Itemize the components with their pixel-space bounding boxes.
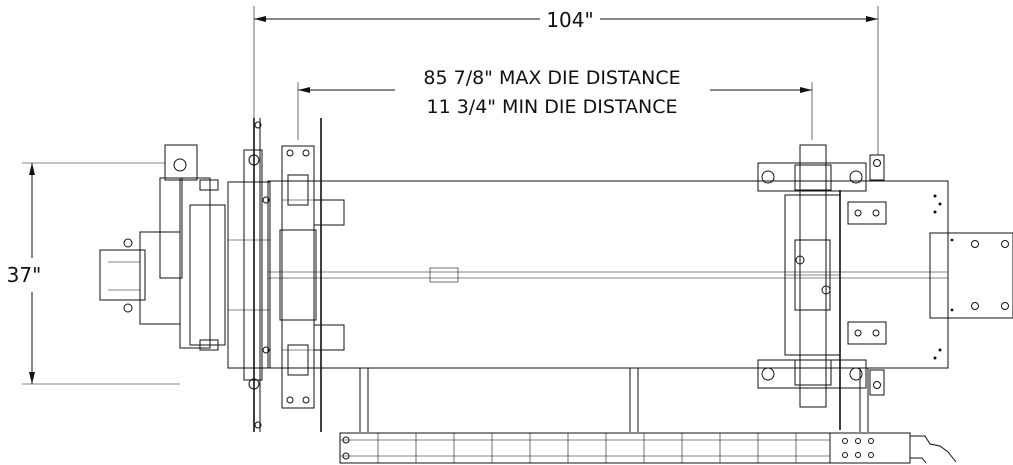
width-label: 37" [7, 263, 42, 287]
right-clamp-blocks [847, 154, 887, 396]
dim-die-distance: 85 7/8" MAX DIE DISTANCE 11 3/4" MIN DIE… [297, 67, 813, 140]
end-plate [929, 232, 1013, 319]
dim-width: 37" [7, 162, 180, 385]
right-die-carriage [757, 144, 867, 430]
max-die-distance-label: 85 7/8" MAX DIE DISTANCE [423, 67, 680, 89]
support-legs [359, 368, 869, 432]
bed-frame [267, 180, 949, 369]
dim-overall-length: 104" [253, 6, 879, 155]
left-head [227, 118, 271, 432]
drive-motor [99, 144, 226, 351]
conveyor [339, 432, 957, 464]
conveyor-slats [377, 433, 797, 463]
left-die-carriage [279, 118, 345, 432]
min-die-distance-label: 11 3/4" MIN DIE DISTANCE [426, 96, 677, 118]
dim-overall-length-label: 104" [546, 8, 593, 32]
